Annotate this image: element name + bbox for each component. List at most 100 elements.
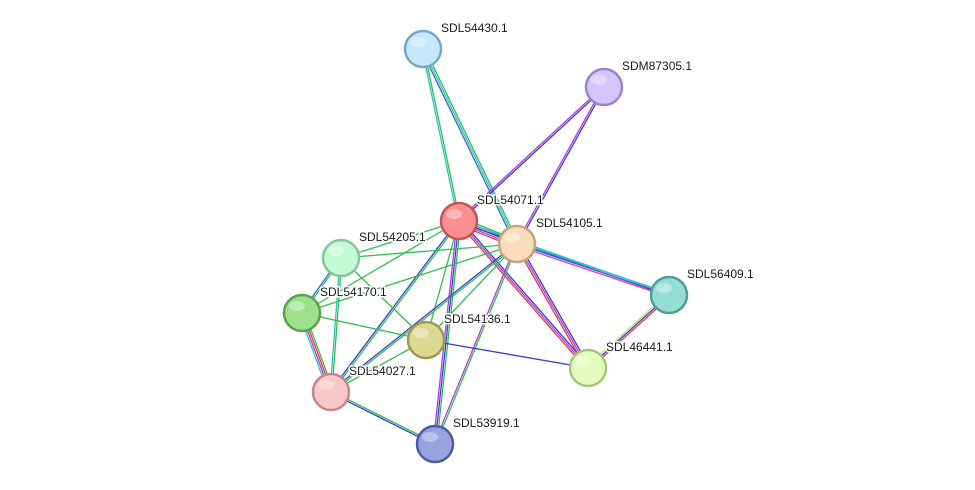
edge-evidence-line — [517, 242, 591, 368]
edge-evidence-line — [425, 243, 518, 341]
node-label: SDL53919.1 — [453, 416, 520, 430]
edge-evidence-line — [516, 243, 589, 369]
node-circle[interactable] — [321, 238, 361, 278]
node-circle[interactable] — [649, 275, 689, 315]
edge-sdl54105-1-sdl54170-1 — [301, 243, 518, 314]
edge-sdl54136-1-sdl46441-1 — [425, 339, 589, 369]
edge-evidence-line — [433, 243, 517, 444]
node-circle[interactable] — [415, 424, 455, 464]
edge-sdl54071-1-sdl53919-1 — [432, 220, 462, 445]
node-circle[interactable] — [439, 201, 479, 241]
node-label: SDL54136.1 — [444, 312, 511, 326]
edge-sdm87305-1-sdl54105-1 — [515, 86, 606, 245]
edge-evidence-line — [435, 244, 519, 445]
edge-sdl54430-1-sdl54071-1 — [421, 48, 461, 222]
edge-sdl54430-1-sdl54105-1 — [420, 47, 520, 246]
edge-evidence-line — [330, 392, 435, 446]
node-circle[interactable] — [584, 67, 624, 107]
edge-evidence-line — [516, 245, 669, 298]
node-label: SDL54205.1 — [359, 230, 426, 244]
edge-evidence-line — [514, 244, 588, 370]
edge-sdl54170-1-sdl54136-1 — [301, 312, 427, 341]
node-highlight — [289, 301, 305, 311]
node-sdl56409-1[interactable]: SDL56409.1 — [649, 266, 756, 315]
node-label: SDL54105.1 — [536, 216, 603, 230]
node-sdl54170-1[interactable]: SDL54170.1 — [282, 284, 389, 333]
node-circle[interactable] — [403, 29, 443, 69]
node-highlight — [504, 232, 520, 242]
edge-evidence-line — [329, 257, 341, 392]
edge-sdl54071-1-sdl54205-1 — [340, 220, 460, 259]
node-circle[interactable] — [311, 372, 351, 412]
node-circle[interactable] — [406, 320, 446, 360]
edge-sdm87305-1-sdl54071-1 — [457, 85, 606, 223]
edge-evidence-line — [329, 220, 459, 392]
node-sdl54105-1[interactable]: SDL54105.1 — [497, 215, 605, 264]
node-highlight — [318, 380, 334, 390]
node-label: SDM87305.1 — [622, 59, 692, 73]
node-sdl54071-1[interactable]: SDL54071.1 — [439, 192, 546, 241]
node-sdm87305-1[interactable]: SDM87305.1 — [584, 58, 694, 107]
edge-evidence-line — [424, 47, 520, 244]
node-highlight — [410, 37, 426, 47]
edge-evidence-line — [432, 220, 458, 444]
node-highlight — [591, 75, 607, 85]
edge-evidence-line — [420, 49, 516, 246]
node-highlight — [575, 356, 591, 366]
edge-evidence-line — [436, 221, 462, 445]
edge-evidence-line — [423, 48, 461, 221]
edge-evidence-line — [330, 242, 517, 392]
node-highlight — [413, 328, 429, 338]
node-label: SDL46441.1 — [606, 340, 673, 354]
edge-evidence-line — [301, 243, 518, 314]
edge-sdl54205-1-sdl54136-1 — [340, 257, 427, 341]
node-highlight — [446, 209, 462, 219]
edge-sdl54105-1-sdl46441-1 — [514, 242, 591, 370]
edge-evidence-line — [331, 258, 343, 393]
node-sdl54430-1[interactable]: SDL54430.1 — [403, 20, 510, 69]
node-layer: SDL54430.1SDM87305.1SDL54071.1SDL54105.1… — [282, 20, 756, 464]
node-highlight — [328, 246, 344, 256]
node-label: SDL54027.1 — [349, 364, 416, 378]
node-circle[interactable] — [568, 348, 608, 388]
edge-evidence-line — [331, 244, 518, 394]
node-sdl54205-1[interactable]: SDL54205.1 — [321, 229, 428, 278]
node-sdl46441-1[interactable]: SDL46441.1 — [568, 339, 675, 388]
edge-sdl54105-1-sdl54136-1 — [425, 243, 518, 341]
edge-evidence-line — [425, 220, 460, 341]
node-label: SDL54430.1 — [441, 21, 508, 35]
edge-sdl54071-1-sdl54136-1 — [425, 220, 460, 341]
edge-evidence-line — [458, 220, 589, 369]
edge-evidence-line — [421, 49, 459, 222]
edge-evidence-line — [517, 241, 670, 294]
node-sdl54136-1[interactable]: SDL54136.1 — [406, 311, 513, 360]
node-highlight — [656, 283, 672, 293]
edge-evidence-line — [516, 243, 670, 296]
node-highlight — [422, 432, 438, 442]
edge-evidence-line — [517, 87, 606, 245]
edge-evidence-line — [340, 220, 460, 259]
edge-sdl54105-1-sdl53919-1 — [433, 243, 519, 445]
edge-sdl54105-1-sdl56409-1 — [516, 241, 670, 298]
node-circle[interactable] — [282, 293, 322, 333]
edge-evidence-line — [459, 87, 606, 223]
edge-evidence-line — [515, 86, 604, 244]
edge-evidence-line — [459, 219, 590, 368]
node-circle[interactable] — [497, 224, 537, 264]
node-label: SDL56409.1 — [687, 267, 754, 281]
edge-sdl54205-1-sdl54027-1 — [329, 257, 343, 393]
edge-sdl54105-1-sdl54027-1 — [330, 242, 518, 394]
edge-evidence-line — [434, 220, 460, 445]
edge-evidence-line — [425, 339, 589, 369]
edge-evidence-line — [340, 257, 427, 341]
node-sdl54027-1[interactable]: SDL54027.1 — [311, 363, 418, 412]
node-label: SDL54170.1 — [320, 285, 387, 299]
edge-sdl54027-1-sdl53919-1 — [330, 390, 436, 446]
edge-sdl54105-1-sdl54205-1 — [340, 243, 518, 259]
edge-evidence-line — [301, 220, 460, 314]
edge-sdl54071-1-sdl54170-1 — [301, 220, 460, 314]
edge-evidence-line — [331, 390, 436, 444]
node-sdl53919-1[interactable]: SDL53919.1 — [415, 415, 522, 464]
edge-evidence-line — [301, 312, 427, 341]
